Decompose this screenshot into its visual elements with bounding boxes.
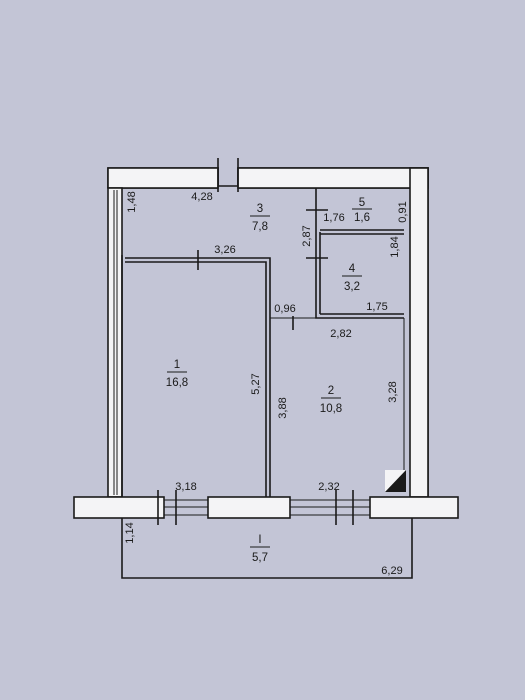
dim-room2-width: 2,82	[330, 328, 351, 340]
dim-corridor-height: 2,87	[301, 225, 313, 246]
room-5-area: 1,6	[354, 212, 370, 224]
room-3-area: 7,8	[252, 221, 268, 233]
bottom-wall-right	[369, 496, 459, 519]
top-wall-left	[107, 167, 219, 189]
dim-window-right: 2,32	[318, 481, 339, 493]
dim-partition-height: 3,88	[277, 397, 289, 418]
ventilation-shaft-corner	[385, 470, 406, 492]
room-1-number: 1	[174, 359, 180, 371]
dim-room1-width: 3,26	[214, 244, 235, 256]
left-wall	[107, 187, 123, 498]
room-4-number: 4	[349, 263, 356, 275]
dim-room4-height: 1,84	[389, 236, 401, 257]
dim-balcony-width: 6,29	[381, 565, 402, 577]
balcony-area: 5,7	[252, 552, 268, 564]
dim-left-upper: 1,48	[126, 191, 138, 212]
room1-top-partition	[125, 257, 271, 497]
dimension-labels: 4,28 1,48 3,26 5,27 3,88 0,96 2,82 3,28 …	[124, 191, 409, 577]
interior-walls	[121, 188, 406, 497]
top-wall-right	[237, 167, 429, 189]
room-5-number: 5	[359, 197, 365, 209]
balcony	[121, 518, 413, 579]
dim-door-gap: 0,96	[274, 303, 295, 315]
room-1-area: 16,8	[166, 377, 188, 389]
dim-top-width: 4,28	[191, 191, 212, 203]
dim-room1-height: 5,27	[250, 373, 262, 394]
balcony-number: I	[258, 534, 261, 546]
dim-window-left: 3,18	[175, 481, 196, 493]
balcony-outline	[121, 518, 413, 579]
dim-room5-height: 0,91	[397, 201, 409, 222]
bottom-wall-left	[73, 496, 165, 519]
room-4-area: 3,2	[344, 281, 360, 293]
dim-room2-height: 3,28	[387, 381, 399, 402]
exterior-walls	[73, 158, 459, 525]
room-labels: 1 16,8 2 10,8 3 7,8 4 3,2 5 1,6 I 5,7	[166, 197, 372, 564]
room-3-number: 3	[257, 203, 263, 215]
dim-room4-width: 1,75	[366, 301, 387, 313]
dim-balcony-depth: 1,14	[124, 522, 136, 543]
right-wall	[409, 167, 429, 498]
bottom-wall-middle	[207, 496, 291, 519]
room-2-area: 10,8	[320, 403, 342, 415]
room-2-number: 2	[328, 385, 334, 397]
outer-wall-outline	[107, 167, 429, 497]
room1-top-partition-inner	[125, 261, 267, 497]
dim-room5-width: 1,76	[323, 212, 344, 224]
